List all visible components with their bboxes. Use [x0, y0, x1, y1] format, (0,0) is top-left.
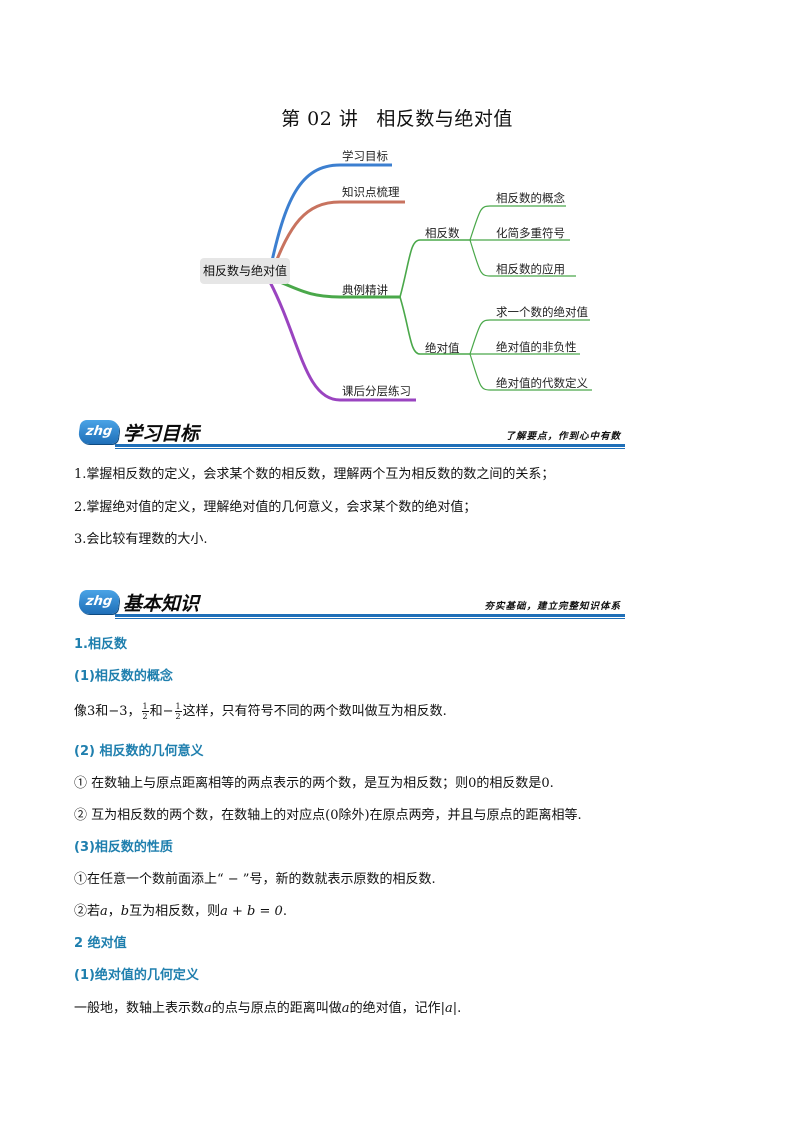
section-title: 学习目标: [123, 423, 200, 445]
zhg-logo: zhg: [77, 420, 121, 444]
mind-map-leaf: 绝对值的非负性: [496, 340, 577, 354]
leaf-line-opposite-1: [469, 205, 566, 241]
property-2: ②若a，b互为相反数，则a + b = 0.: [74, 904, 287, 919]
mind-map: 相反数与绝对值 学习目标 知识点梳理 典例精讲 课后分层练习 相反数 绝对值 相…: [0, 140, 794, 410]
section-title: 基本知识: [123, 593, 200, 615]
branch-line-study-goals: [268, 163, 392, 271]
goal-item: 1.掌握相反数的定义，会求某个数的相反数，理解两个互为相反数的数之间的关系；: [74, 467, 555, 482]
property-1: ①在任意一个数前面添上“ − ”号，新的数就表示原数的相反数.: [74, 872, 436, 887]
leaf-line-opposite-3: [469, 239, 576, 277]
section-banner-study-goals: zhg 学习目标 了解要点，作到心中有数: [75, 416, 625, 450]
subheading-absolute-geometric: (1)绝对值的几何定义: [74, 968, 199, 983]
goal-item: 3.会比较有理数的大小.: [74, 532, 208, 547]
mind-map-sub-absolute: 绝对值: [425, 341, 460, 355]
branch-line-knowledge: [270, 200, 405, 273]
leaf-line-absolute-3: [469, 353, 592, 391]
banner-rule-thin: [115, 448, 625, 449]
absolute-definition: 一般地，数轴上表示数a的点与原点的距离叫做a的绝对值，记作|a|.: [74, 1001, 462, 1016]
mind-map-leaf: 化简多重符号: [496, 226, 565, 240]
section-slogan: 了解要点，作到心中有数: [505, 431, 621, 442]
mind-map-connectors: [268, 163, 592, 402]
mind-map-leaf: 绝对值的代数定义: [496, 376, 588, 390]
mind-map-branch-study-goals: 学习目标: [342, 149, 388, 163]
leaf-line-absolute-1: [469, 319, 590, 355]
heading-absolute-value: 2 绝对值: [74, 936, 127, 951]
subheading-properties: (3)相反数的性质: [74, 840, 173, 855]
geometric-meaning-1: ① 在数轴上与原点距离相等的两点表示的两个数，是互为相反数；则0的相反数是0.: [74, 776, 554, 791]
mind-map-leaf: 相反数的应用: [496, 262, 565, 276]
heading-opposite-numbers: 1.相反数: [74, 637, 127, 652]
section-slogan: 夯实基础，建立完整知识体系: [484, 601, 621, 612]
goal-item: 2.掌握绝对值的定义，理解绝对值的几何意义，会求某个数的绝对值；: [74, 500, 477, 515]
lecture-topic: 相反数与绝对值: [376, 108, 513, 130]
banner-rule: [115, 614, 625, 617]
branch-line-absolute: [399, 296, 470, 355]
lecture-number: 第 02 讲: [281, 108, 359, 130]
mind-map-leaf: 求一个数的绝对值: [496, 305, 588, 319]
mind-map-sub-opposite: 相反数: [425, 226, 460, 240]
mind-map-branch-knowledge: 知识点梳理: [342, 185, 400, 199]
mind-map-branch-examples: 典例精讲: [342, 283, 388, 297]
subheading-opposite-concept: (1)相反数的概念: [74, 669, 173, 684]
geometric-meaning-2: ② 互为相反数的两个数，在数轴上的对应点(0除外)在原点两旁，并且与原点的距离相…: [74, 808, 582, 823]
zhg-logo: zhg: [77, 590, 121, 614]
branch-line-opposite: [399, 239, 470, 298]
banner-rule-thin: [115, 618, 625, 619]
subheading-geometric-meaning: (2) 相反数的几何意义: [74, 744, 204, 759]
branch-line-practice: [268, 281, 416, 402]
mind-map-root: 相反数与绝对值: [200, 258, 290, 284]
section-banner-basic-knowledge: zhg 基本知识 夯实基础，建立完整知识体系: [75, 586, 625, 620]
banner-rule: [115, 444, 625, 447]
mind-map-branch-practice: 课后分层练习: [342, 384, 411, 398]
page-title: 第 02 讲相反数与绝对值: [0, 104, 794, 131]
mind-map-leaf: 相反数的概念: [496, 191, 565, 205]
